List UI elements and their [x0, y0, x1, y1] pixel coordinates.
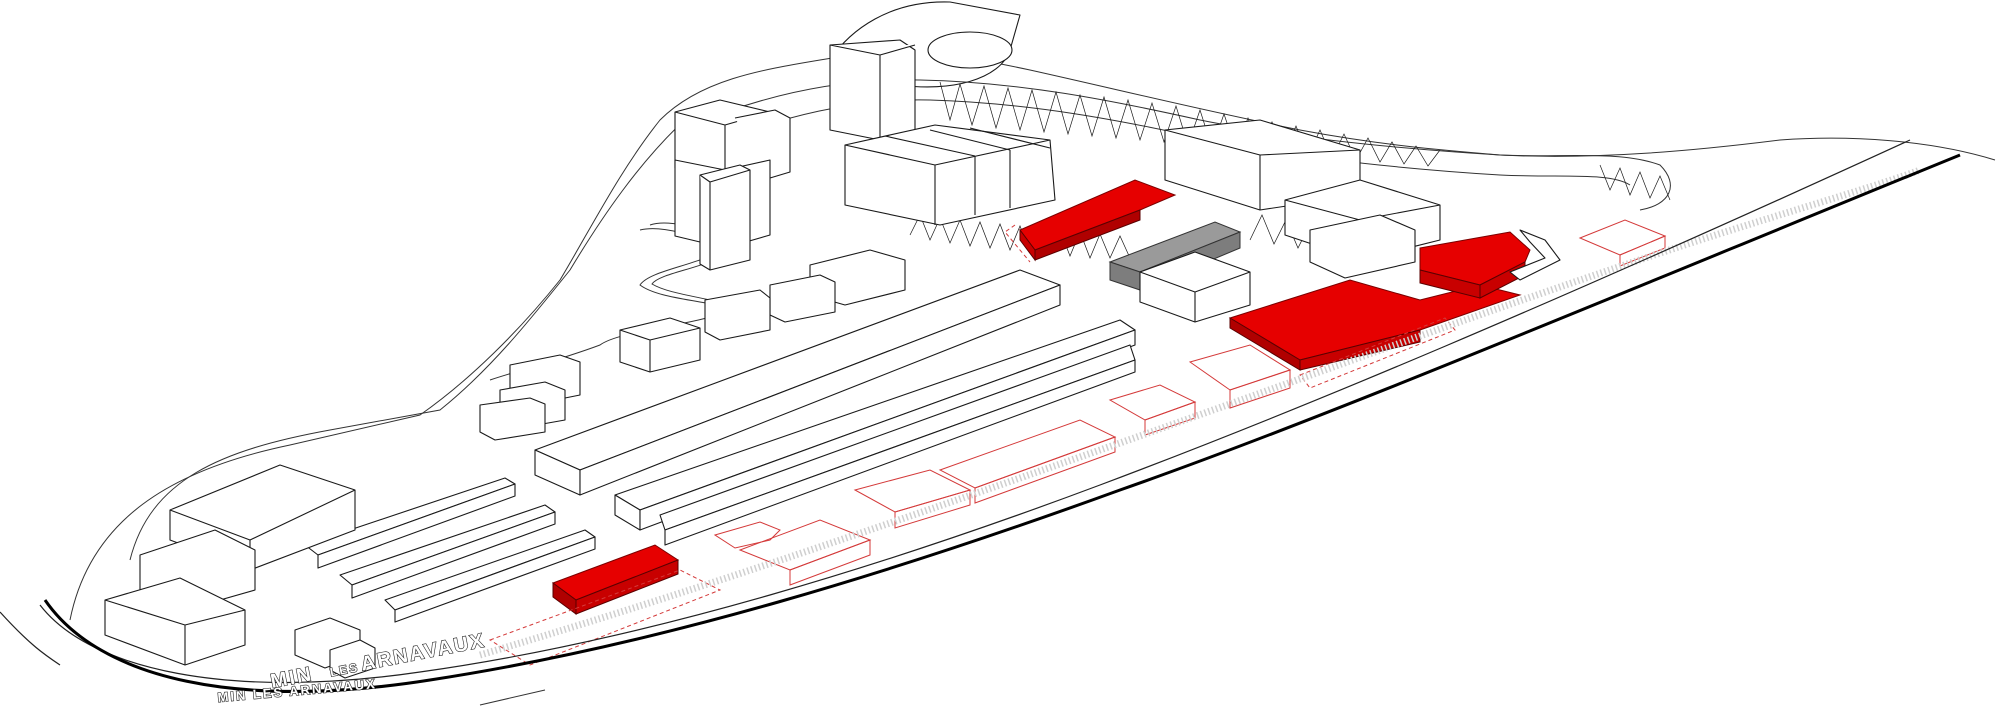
label-arnavaux: ARNAVAUX [359, 630, 487, 676]
upper-right-buildings [1164, 119, 1441, 279]
red-building-right [1228, 229, 1561, 371]
rail-line-main [43, 153, 1961, 693]
red-building-lower-left [488, 544, 722, 666]
ghost-buildings [713, 219, 1667, 586]
far-left-warehouses [104, 464, 376, 679]
label-les: LES [329, 660, 360, 679]
left-sheds [304, 477, 596, 623]
warehouse-cluster-top [844, 124, 1056, 226]
rail-line-lower [0, 611, 61, 666]
mid-left-small-buildings [479, 249, 906, 441]
rail-line-upper [39, 139, 1911, 684]
long-sheds-center [534, 269, 1136, 546]
white-block-centre [1139, 251, 1251, 323]
red-building-upper-wedge [1004, 179, 1177, 263]
upper-left-buildings [674, 39, 916, 271]
bottom-road [479, 689, 546, 706]
rail-hatch [479, 166, 1922, 659]
site-boundary-inner [129, 114, 691, 561]
roundabout [927, 31, 1013, 69]
